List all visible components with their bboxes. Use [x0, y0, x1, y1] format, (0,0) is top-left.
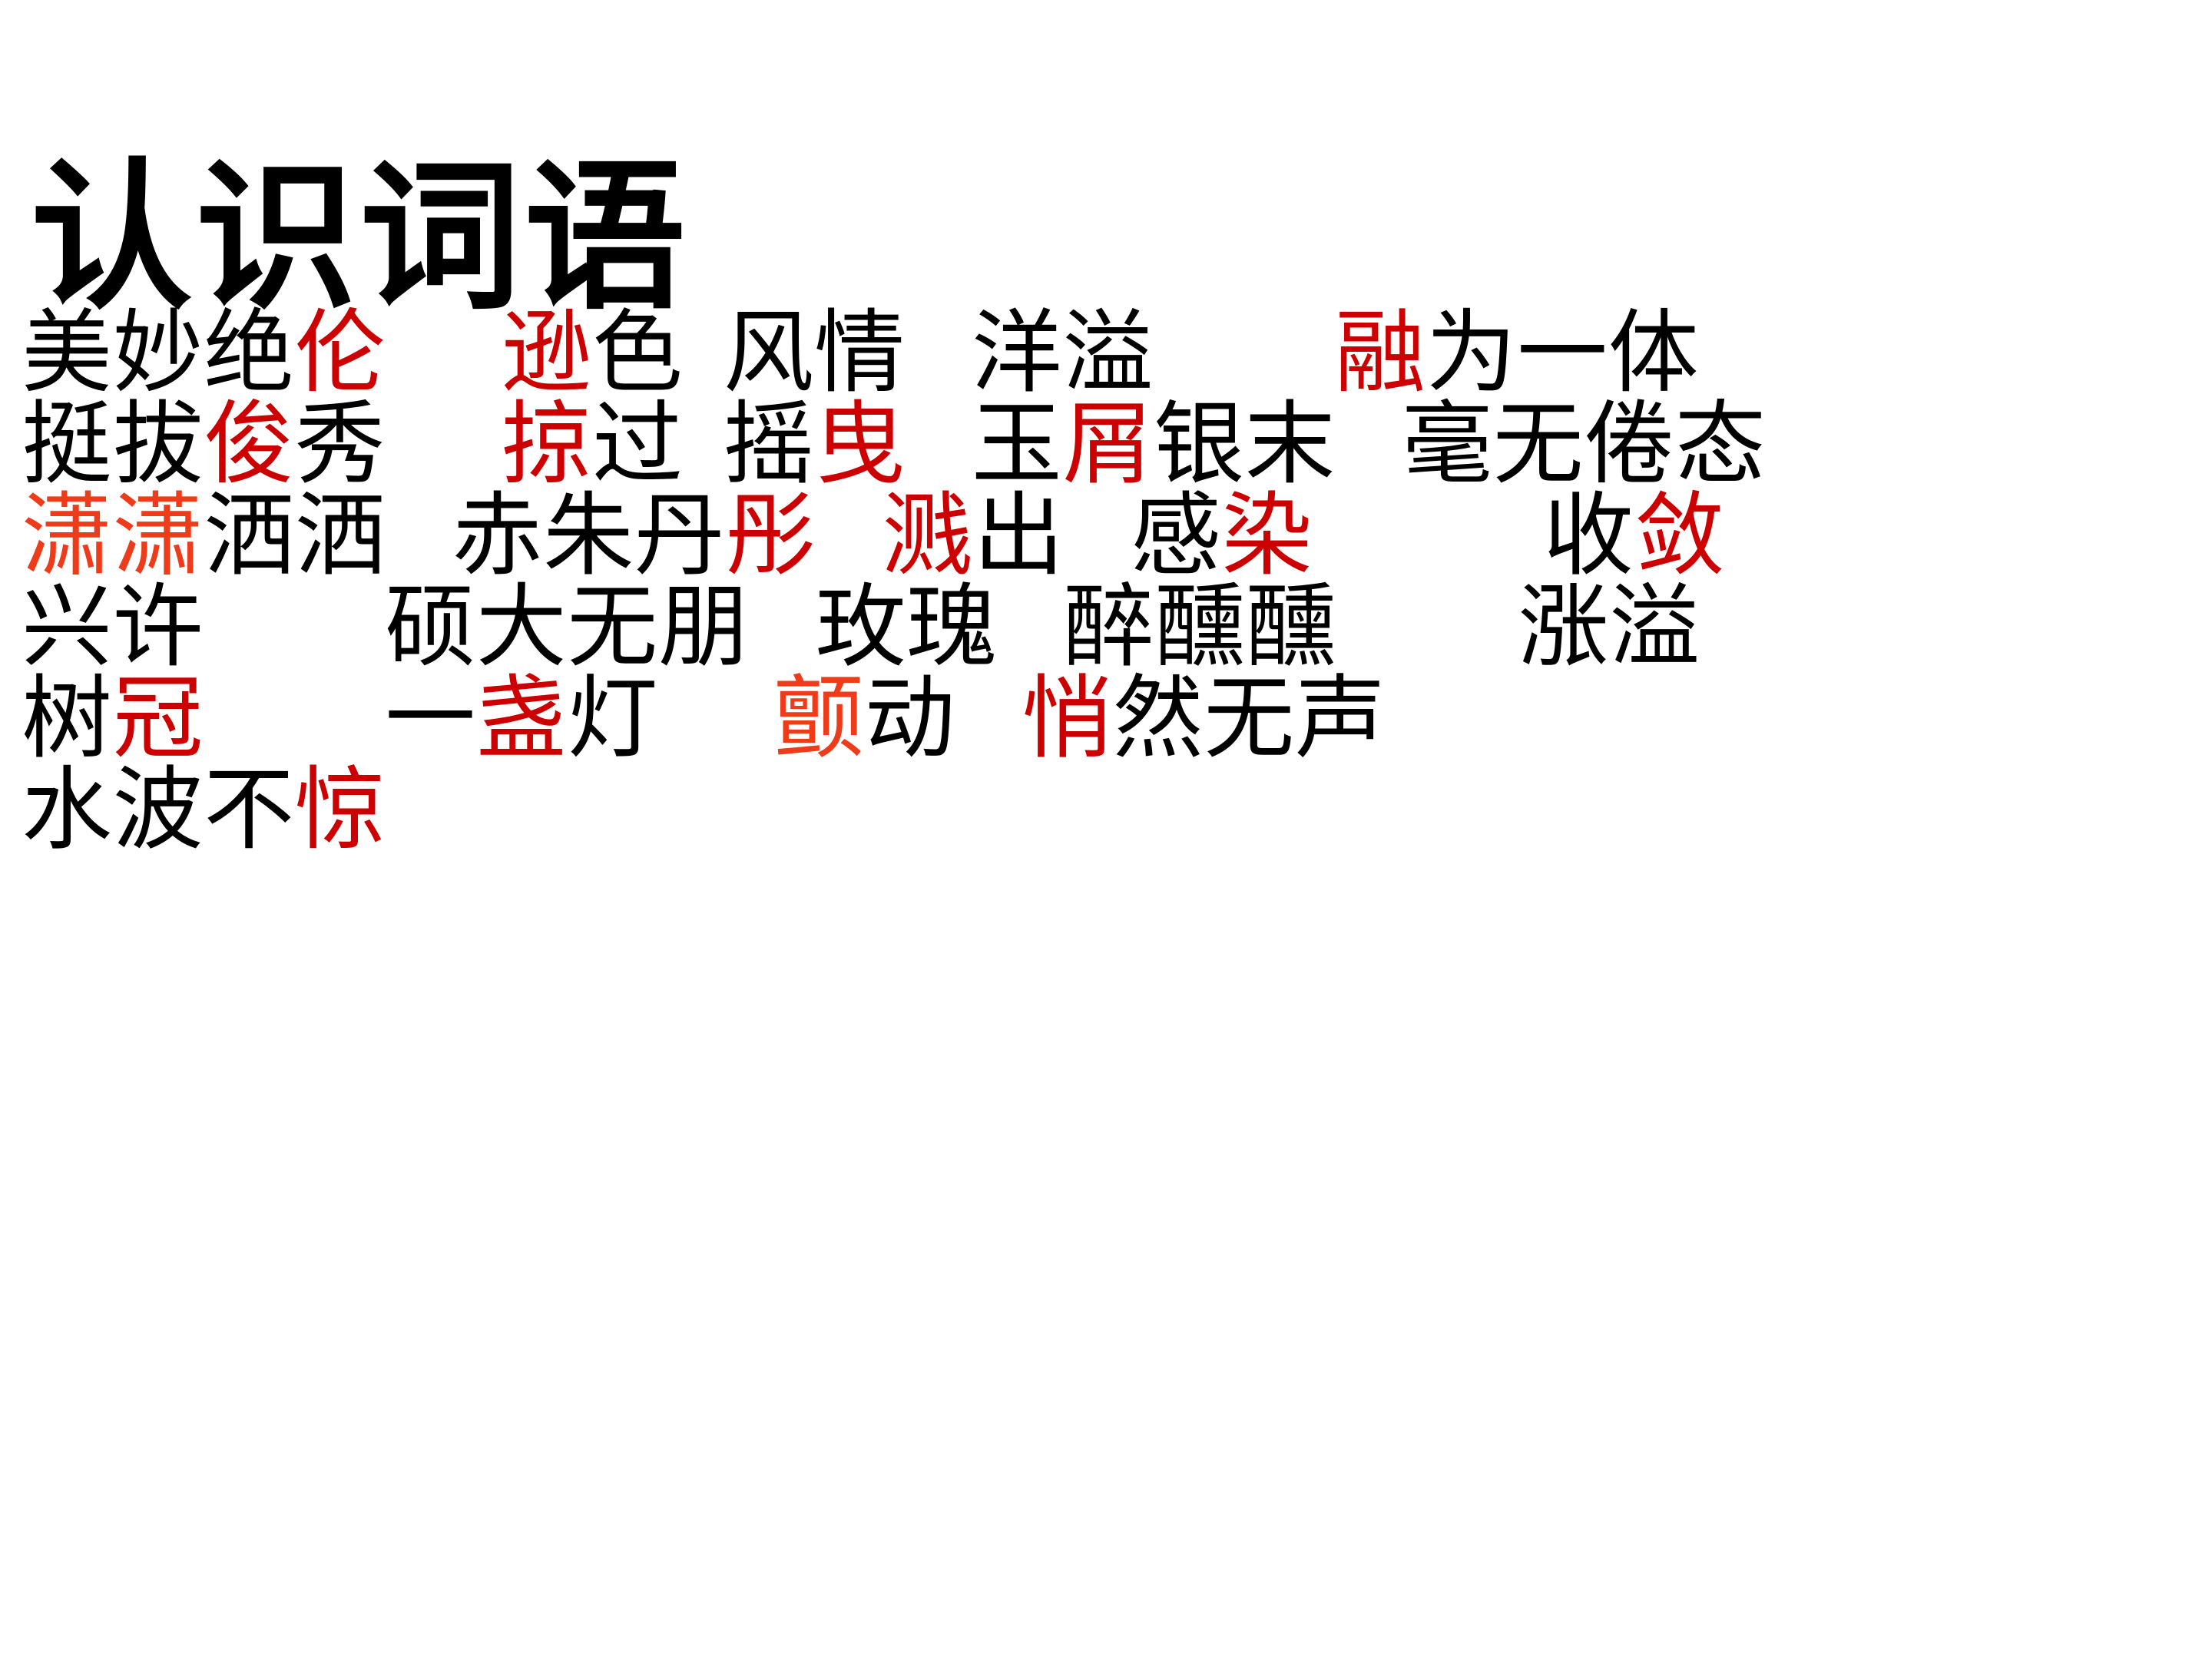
- vocabulary-row: 挺拔俊秀掠过摇曳玉屑银末毫无倦态: [22, 399, 2195, 490]
- word-text-highlighted: 融: [1334, 300, 1426, 406]
- word-text-highlighted: 冠: [112, 665, 204, 771]
- vocabulary-row: 树冠一盏灯颤动悄然无声: [22, 673, 2195, 764]
- word-text: 秀: [294, 391, 386, 497]
- vocabulary-row: 美妙绝伦逊色风情洋溢融为一体: [22, 307, 2195, 399]
- word-text: 然无声: [1112, 665, 1386, 771]
- word-text: 硕大无朋: [385, 574, 750, 680]
- word-text: 风情: [723, 300, 906, 406]
- word-text: 水波不: [22, 757, 295, 863]
- word-text-highlighted: 悄: [1022, 665, 1113, 771]
- word-text: 涨溢: [1518, 574, 1700, 680]
- word-text: 醉醺醺: [1063, 574, 1337, 680]
- word-text: 玉: [971, 391, 1063, 497]
- word-text: 赤朱丹: [452, 482, 726, 588]
- word-text-highlighted: 曳: [814, 391, 906, 497]
- word-text-highlighted: 俊: [204, 391, 295, 497]
- word-text-highlighted: 彤: [725, 482, 816, 588]
- word-text-highlighted: 颤: [773, 665, 865, 771]
- word-text: 兴许: [22, 574, 204, 680]
- word-text-highlighted: 敛: [1634, 482, 1726, 588]
- vocabulary-row: 水波不惊: [22, 764, 2195, 856]
- vocabulary-row: 潇潇洒洒赤朱丹彤溅出感染收敛: [22, 490, 2195, 581]
- word-text: 出: [973, 482, 1065, 588]
- word-text: 过: [591, 391, 684, 497]
- word-text-highlighted: 潇潇: [22, 482, 204, 588]
- word-text-highlighted: 伦: [294, 300, 386, 406]
- word-text: 一: [385, 665, 476, 771]
- word-text: 洒洒: [204, 482, 386, 588]
- word-text: 洋溢: [971, 300, 1154, 406]
- word-text: 为一体: [1426, 300, 1700, 406]
- word-text-highlighted: 惊: [294, 757, 386, 863]
- page-title: 认识词语: [31, 141, 689, 332]
- word-text-highlighted: 逊: [501, 300, 592, 406]
- word-text: 灯: [567, 665, 658, 771]
- word-text: 玫瑰: [815, 574, 998, 680]
- word-text-highlighted: 屑: [1062, 391, 1154, 497]
- word-text: 动: [864, 665, 956, 771]
- word-text-highlighted: 溅: [882, 482, 974, 588]
- word-text: 美妙绝: [22, 300, 295, 406]
- word-text-highlighted: 掠: [501, 391, 592, 497]
- word-text: 树: [22, 665, 113, 771]
- vocabulary-list: 美妙绝伦逊色风情洋溢融为一体挺拔俊秀掠过摇曳玉屑银末毫无倦态潇潇洒洒赤朱丹彤溅出…: [22, 307, 2195, 856]
- word-text: 摇: [723, 391, 815, 497]
- vocabulary-row: 兴许硕大无朋玫瑰醉醺醺涨溢: [22, 581, 2195, 673]
- word-text: 感: [1130, 482, 1222, 588]
- word-text: 毫无倦态: [1402, 391, 1767, 497]
- word-text: 收: [1543, 482, 1634, 588]
- word-text-highlighted: 盏: [475, 665, 568, 771]
- word-text: 挺拔: [22, 391, 204, 497]
- word-text: 色: [591, 300, 684, 406]
- word-text: 银末: [1153, 391, 1336, 497]
- word-text-highlighted: 染: [1221, 482, 1313, 588]
